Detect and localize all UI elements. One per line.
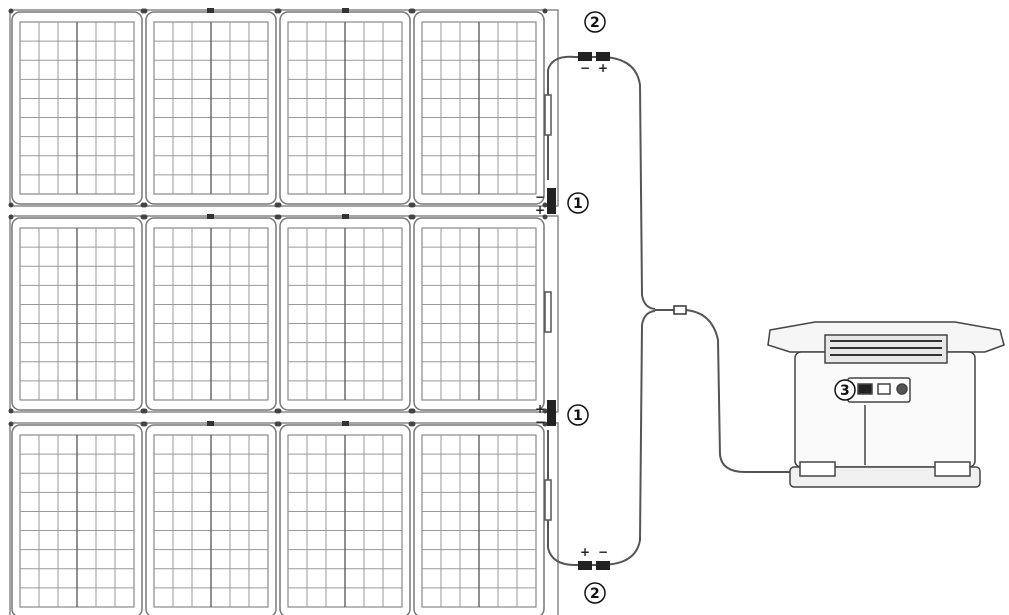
end-connector-top: − + 2	[578, 11, 610, 75]
panel-row-frame	[9, 9, 559, 207]
solar-panel-icon	[11, 424, 143, 615]
solar-panel-icon	[413, 11, 545, 205]
grommet	[542, 202, 548, 208]
panel-clip	[342, 8, 349, 13]
polarity-minus: −	[535, 415, 545, 429]
solar-panel-icon	[413, 424, 545, 615]
polarity-plus: +	[535, 203, 545, 217]
grommet	[8, 8, 14, 14]
solar-panel-icon	[11, 217, 143, 411]
grommet	[142, 214, 148, 220]
solar-panel-icon	[279, 424, 411, 615]
polarity-minus: −	[535, 190, 545, 204]
panel-clip	[207, 421, 214, 426]
solar-panel-icon	[279, 11, 411, 205]
grommet	[8, 202, 14, 208]
grommet	[410, 421, 416, 427]
solar-panel-icon	[11, 11, 143, 205]
solar-panel-array	[8, 8, 559, 615]
station-input-callout: 3	[834, 379, 856, 401]
callout-1-top: 1	[573, 196, 583, 212]
cable-inline-segments	[544, 94, 552, 521]
solar-panel-icon	[145, 11, 277, 205]
grommet	[542, 8, 548, 14]
grommet	[8, 214, 14, 220]
callout-3: 3	[840, 383, 850, 399]
panel-clip	[207, 8, 214, 13]
polarity-plus: +	[598, 61, 608, 75]
grommet	[410, 8, 416, 14]
panel-clip	[207, 214, 214, 219]
grommet	[8, 408, 14, 414]
polarity-plus: +	[535, 402, 545, 416]
power-station-icon	[767, 321, 1005, 488]
panel-clip	[342, 421, 349, 426]
callout-1-bottom: 1	[573, 408, 583, 424]
grommet	[542, 408, 548, 414]
solar-panel-icon	[145, 217, 277, 411]
end-connector-bottom: + − 2	[578, 545, 610, 604]
panel-row-frame	[9, 215, 559, 413]
grommet	[276, 202, 282, 208]
panel-clip	[342, 214, 349, 219]
grommet	[542, 421, 548, 427]
solar-panel-icon	[413, 217, 545, 411]
grommet	[276, 214, 282, 220]
grommet	[410, 214, 416, 220]
grommet	[276, 421, 282, 427]
polarity-minus: −	[598, 545, 608, 559]
grommet	[410, 202, 416, 208]
grommet	[276, 408, 282, 414]
polarity-minus: −	[580, 61, 590, 75]
callout-2-top: 2	[590, 15, 600, 31]
grommet	[410, 408, 416, 414]
grommet	[276, 8, 282, 14]
grommet	[142, 8, 148, 14]
callout-2-bottom: 2	[590, 586, 600, 602]
panel-row-frame	[9, 422, 559, 615]
grommet	[142, 408, 148, 414]
solar-panel-icon	[145, 424, 277, 615]
grommet	[542, 214, 548, 220]
junction-box-icon	[673, 305, 687, 315]
solar-panel-icon	[279, 217, 411, 411]
grommet	[142, 202, 148, 208]
series-connector-bottom: + − 1	[535, 400, 589, 429]
grommet	[142, 421, 148, 427]
grommet	[8, 421, 14, 427]
series-connector-top: − + 1	[535, 188, 589, 217]
polarity-plus: +	[580, 545, 590, 559]
